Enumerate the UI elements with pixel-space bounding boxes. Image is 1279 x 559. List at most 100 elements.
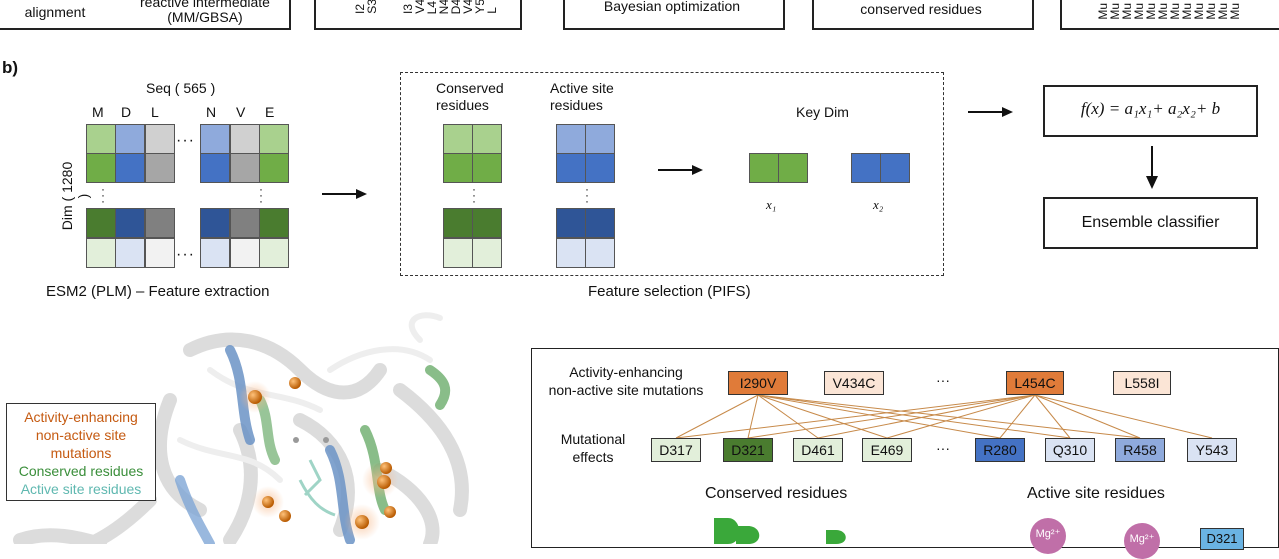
pifs-dashed-box (400, 72, 944, 276)
ellipsis-icon: ··· (936, 372, 950, 388)
selected-cell (443, 153, 473, 183)
ellipsis-icon: ··· (936, 440, 950, 456)
residue-label: E (265, 104, 275, 120)
mutation-effect-edge (999, 394, 1036, 439)
embedding-cell (230, 153, 260, 183)
embedding-cell (259, 153, 289, 183)
structure-legend (6, 403, 156, 501)
residue-label: D (121, 104, 132, 120)
mutation-effect-edge (1034, 394, 1213, 439)
ensemble-classifier-label: Ensemble classifier (1081, 214, 1220, 231)
selected-cell (472, 124, 502, 154)
mutation-effect-edge (1034, 394, 1071, 439)
conserved-residues-label: Conserved residues (436, 80, 504, 113)
active-site-residues-title: Active site residues (1027, 485, 1165, 502)
mutation-effect-edge (757, 394, 1141, 439)
seq-label: Seq ( 565 ) (146, 80, 216, 96)
selected-cell (443, 208, 473, 238)
mutation-effect-edge (1034, 394, 1141, 439)
formula-text: f(x) = a₁x₁+ a₂x₂+ b (1080, 99, 1221, 118)
mutation-box: I290V (728, 371, 788, 395)
embedding-cell (145, 208, 175, 238)
esm-caption: ESM2 (PLM) – Feature extraction (46, 283, 270, 300)
vertical-ellipsis-icon: ··· (472, 182, 476, 208)
top-box-6 (1060, 0, 1279, 30)
mutation-box: V434C (824, 371, 884, 395)
vertical-ellipsis-icon: ··· (585, 182, 589, 208)
mutation-effect-edge (817, 394, 1036, 439)
top-box-4-label: Bayesian optimization (603, 0, 741, 14)
legend-active-site-residues: Active site residues (20, 481, 142, 497)
top-box-4 (563, 0, 785, 30)
embedding-cell (115, 208, 145, 238)
effect-box: Y543 (1187, 438, 1237, 462)
embedding-cell (200, 238, 230, 268)
vertical-ellipsis-icon: ··· (259, 182, 263, 208)
arrow-down-icon (1146, 146, 1158, 189)
embedding-cell (259, 238, 289, 268)
mutation-effect-edge (747, 394, 759, 439)
selected-cell (556, 124, 586, 154)
selected-cell (556, 238, 586, 268)
d321-tag: D321 (1200, 528, 1244, 550)
x2-label: x₂ (873, 197, 884, 212)
embedding-cell (230, 208, 260, 238)
x1-label: x₁ (766, 197, 777, 212)
key-dim-x1-cell (778, 153, 808, 183)
top-box-5 (812, 0, 1034, 30)
residue-label: L (151, 104, 159, 120)
ellipsis-icon: ··· (176, 132, 195, 149)
mutation-effect-edge (757, 394, 819, 439)
effect-box: D461 (793, 438, 843, 462)
top-box-5-label: conserved residues (860, 1, 982, 17)
network-row2-label: Mutational effects (560, 431, 626, 465)
key-dim-x2-cell (880, 153, 910, 183)
residue-label: M (92, 104, 104, 120)
top-box-3 (314, 0, 522, 30)
selected-cell (443, 238, 473, 268)
arrow-right-icon (658, 165, 703, 175)
mg-ion-label: Mg²⁺ (1035, 528, 1061, 540)
selected-cell (443, 124, 473, 154)
effect-box: R458 (1115, 438, 1165, 462)
embedding-cell (145, 153, 175, 183)
embedding-cell (115, 153, 145, 183)
embedding-cell (200, 124, 230, 154)
selected-cell (585, 153, 615, 183)
selected-cell (472, 208, 502, 238)
embedding-cell (145, 238, 175, 268)
network-row1-label: Activity-enhancing non-active site mutat… (548, 364, 704, 398)
residue-label: N (206, 104, 217, 120)
top-box-2-label: reactive intermediate (MM/GBSA) (140, 0, 270, 25)
embedding-cell (200, 208, 230, 238)
ensemble-classifier-box (1043, 197, 1258, 249)
embedding-cell (145, 124, 175, 154)
mutation-effect-edge (747, 394, 1036, 439)
key-dim-x2-cell (851, 153, 881, 183)
mutation-effect-edge (757, 394, 1001, 439)
effect-box: R280 (975, 438, 1025, 462)
effect-box: Q310 (1045, 438, 1095, 462)
selected-cell (472, 153, 502, 183)
formula-box (1043, 85, 1258, 137)
top-box-1-label: alignment (24, 4, 86, 20)
embedding-cell (259, 124, 289, 154)
legend-conserved-residues: Conserved residues (18, 463, 144, 479)
mutation-effect-edge (757, 394, 1071, 439)
conserved-residues-title: Conserved residues (705, 485, 848, 502)
selected-cell (556, 208, 586, 238)
mutation-effect-edge (757, 394, 888, 439)
mg-ion-label: Mg²⁺ (1129, 533, 1155, 545)
embedding-cell (86, 153, 116, 183)
mutation-box: L558I (1113, 371, 1171, 395)
arrow-right-icon (322, 189, 367, 199)
mutation-effect-edges (675, 394, 1213, 439)
active-site-residues-label: Active site residues (550, 80, 614, 113)
mutation-effect-edge (675, 394, 759, 439)
embedding-cell (259, 208, 289, 238)
vertical-ellipsis-icon: ··· (101, 182, 105, 208)
ellipsis-icon: ··· (176, 246, 195, 263)
mutation-effect-edge (675, 394, 1036, 439)
selected-cell (472, 238, 502, 268)
legend-activity-enhancing: Activity-enhancing non-active site mutat… (24, 409, 138, 461)
